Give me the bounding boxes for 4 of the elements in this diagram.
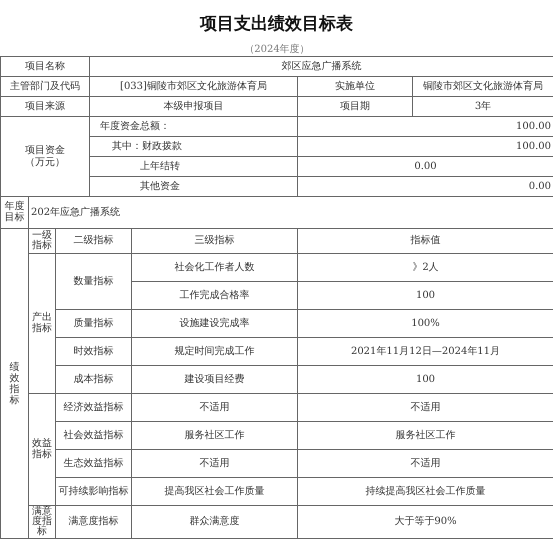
table-cell: 项目名称 (0, 56, 90, 77)
table-title: 项目支出绩效目标表 (198, 13, 354, 35)
subtitle: （2024年度） (243, 42, 311, 57)
table-cell: 绩效指标 (0, 228, 29, 539)
